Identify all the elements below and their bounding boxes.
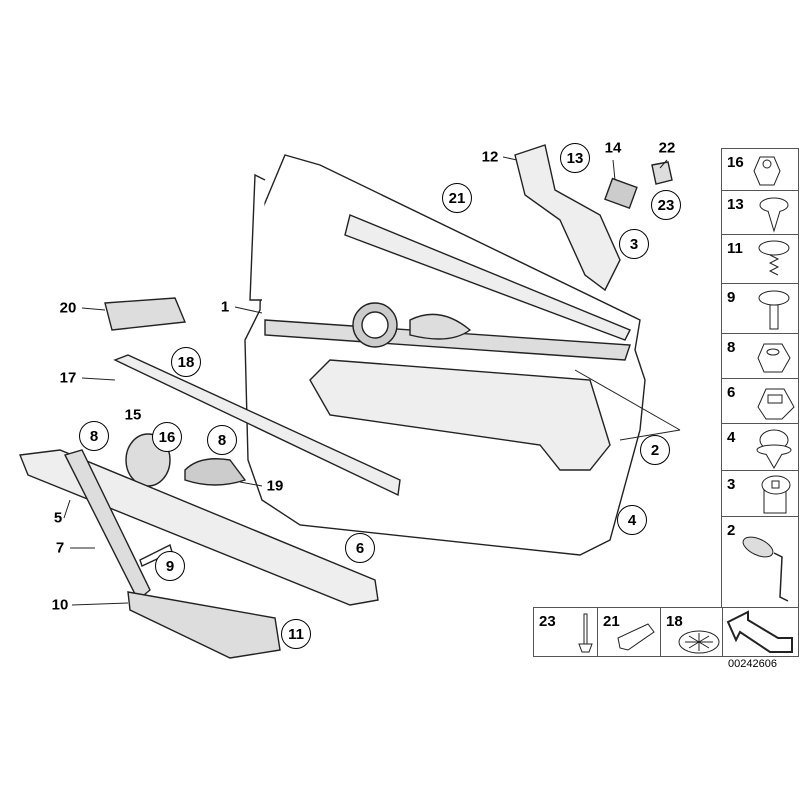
armrest-6 xyxy=(19,449,379,606)
legend-label: 13 xyxy=(727,196,744,213)
legend-label: 4 xyxy=(727,429,736,446)
callout-circled-23: 23 xyxy=(651,190,681,220)
legend-box-23: 23 xyxy=(533,607,599,657)
callout-5: 5 xyxy=(53,509,63,527)
legend-box-18: 18 xyxy=(660,607,723,657)
legend-box-6: 6 xyxy=(721,378,799,425)
document-id: 00242606 xyxy=(728,658,777,670)
legend-box-16: 16 xyxy=(721,148,799,192)
legend-label: 8 xyxy=(727,339,736,356)
callout-15: 15 xyxy=(124,406,142,424)
legend-box-13: 13 xyxy=(721,190,799,236)
orientation-arrow-icon xyxy=(726,610,793,653)
callout-circled-6: 6 xyxy=(345,533,375,563)
legend-label: 18 xyxy=(666,613,683,630)
callout-20: 20 xyxy=(59,299,77,317)
legend-label: 6 xyxy=(727,384,736,401)
callout-7: 7 xyxy=(55,539,65,557)
callout-circled-21: 21 xyxy=(442,183,472,213)
callout-circled-9: 9 xyxy=(155,551,185,581)
callout-12: 12 xyxy=(481,148,499,166)
legend-box-8: 8 xyxy=(721,333,799,380)
callout-1: 1 xyxy=(220,298,230,316)
switch-panel-10 xyxy=(127,591,281,659)
legend-box-arrow xyxy=(721,607,799,657)
callout-17: 17 xyxy=(59,369,77,387)
legend-label: 2 xyxy=(727,522,736,539)
callout-circled-16: 16 xyxy=(152,422,182,452)
legend-label: 3 xyxy=(727,476,736,493)
callout-circled-11: 11 xyxy=(281,619,311,649)
legend-box-21: 21 xyxy=(597,607,662,657)
legend-label: 23 xyxy=(539,613,556,630)
legend-box-11: 11 xyxy=(721,234,799,285)
callout-19: 19 xyxy=(266,477,284,495)
legend-label: 11 xyxy=(727,240,743,257)
callout-circled-8: 8 xyxy=(79,421,109,451)
legend-box-3: 3 xyxy=(721,470,799,518)
callout-circled-4: 4 xyxy=(617,505,647,535)
bracket-12 xyxy=(514,144,621,292)
legend-box-4: 4 xyxy=(721,423,799,472)
legend-label: 21 xyxy=(603,613,620,630)
callout-circled-18: 18 xyxy=(171,347,201,377)
legend-box-9: 9 xyxy=(721,283,799,335)
trim-strip-17 xyxy=(113,354,401,497)
cover-20 xyxy=(104,297,187,331)
callout-circled-8b: 8 xyxy=(207,425,237,455)
legend-box-2: 2 xyxy=(721,516,799,609)
callout-circled-2: 2 xyxy=(640,435,670,465)
legend-label: 9 xyxy=(727,289,736,306)
legend-label: 16 xyxy=(727,154,744,171)
callout-circled-13: 13 xyxy=(560,143,590,173)
callout-circled-3: 3 xyxy=(619,229,649,259)
callout-22: 22 xyxy=(658,139,676,157)
callout-10: 10 xyxy=(51,596,69,614)
callout-14: 14 xyxy=(604,139,622,157)
